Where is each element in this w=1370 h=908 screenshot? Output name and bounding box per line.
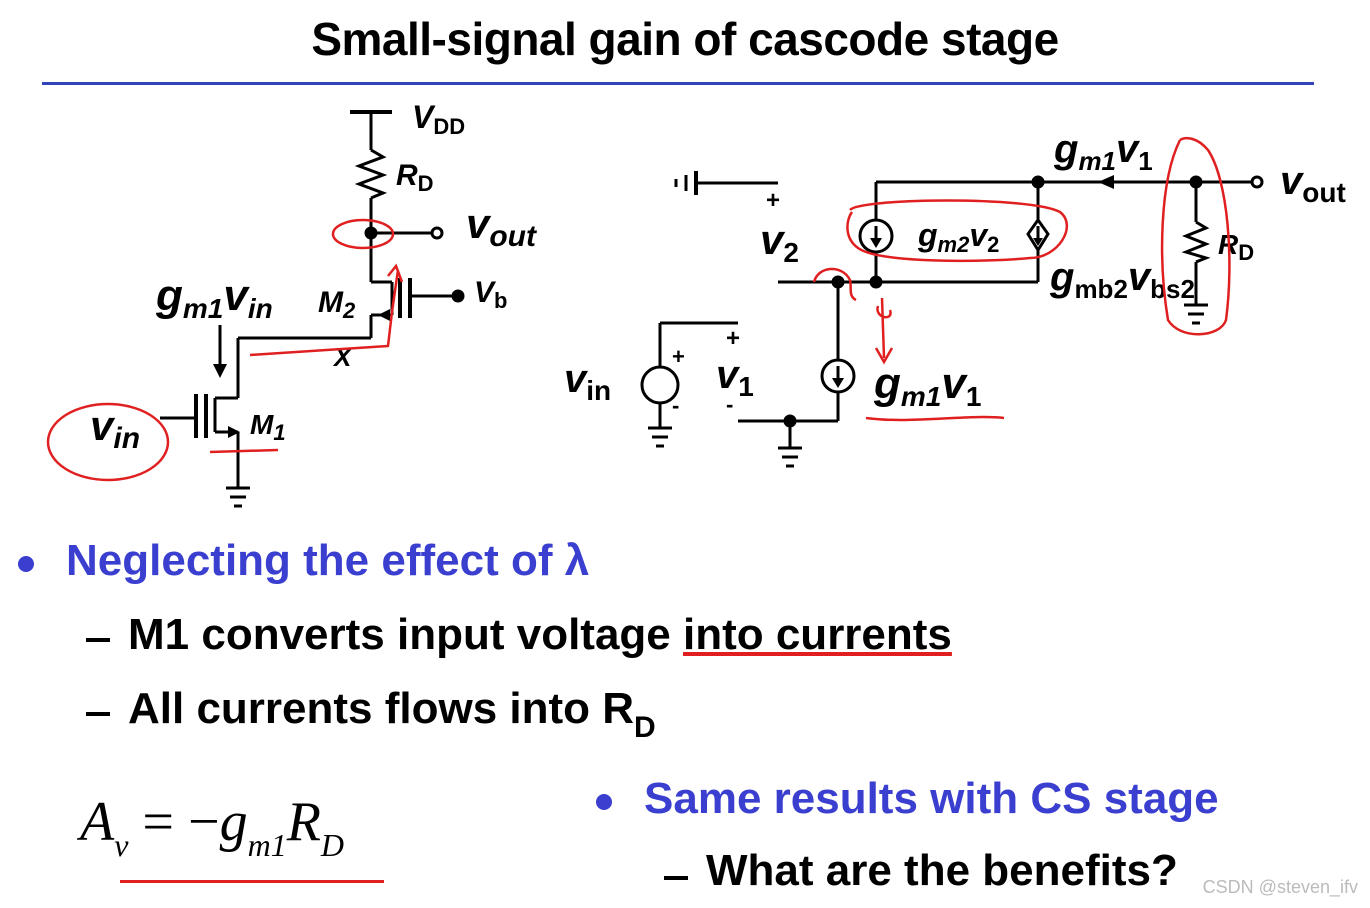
sub-bullet-2-text: All currents flows into RD [128, 684, 656, 744]
vdd-label: VDD [412, 99, 465, 139]
gm2v2-label: gm2v2 [917, 217, 999, 257]
v1-minus: - [726, 392, 733, 417]
gm1v1-top-label: gm1v1 [1053, 127, 1153, 176]
gmb2-label: gmb2vbs2 [1049, 255, 1195, 304]
vin-minus: - [672, 393, 679, 418]
current-arrow-line [880, 297, 886, 359]
bullet-2-dot [596, 794, 612, 810]
bullet-1-text: Neglecting the effect of λ [66, 536, 590, 585]
red-annotations [46, 136, 1231, 482]
formula-underline [120, 880, 384, 883]
vb-label: Vb [474, 276, 507, 313]
node-x-label: X [332, 342, 353, 372]
gain-formula: Av = −gm1RD [80, 791, 345, 863]
v2-plus: + [766, 187, 780, 214]
m1-underline [209, 448, 279, 454]
vout-node-circle [331, 218, 395, 250]
sub-bullet-3-dash [664, 876, 688, 880]
gm1v1-bottom-label: gm1v1 [873, 359, 981, 412]
rd-circle [1160, 136, 1231, 336]
current-scribble [876, 305, 892, 319]
left-cascode-circuit [160, 110, 465, 508]
sub-bullet-1-text: M1 converts input voltage into currents [128, 610, 952, 659]
v2-node-mark [812, 267, 857, 302]
v1-plus: + [726, 325, 740, 352]
vin-label: vin [90, 402, 140, 455]
x-node-arrowhead [387, 263, 404, 283]
gm1v1-underline [865, 415, 1005, 422]
rd-label: RD [396, 159, 434, 196]
vout-label: vout [466, 200, 538, 253]
vout-right-label: vout [1280, 159, 1346, 208]
gm1-vin-label: gm1vin [155, 271, 273, 324]
title-underline [42, 82, 1314, 85]
x-node-mark [249, 269, 400, 357]
rd-right-label: RD [1218, 229, 1254, 265]
bullet-2-text: Same results with CS stage [644, 774, 1219, 823]
slide-title: Small-signal gain of cascode stage [311, 13, 1059, 65]
m1-label: M1 [250, 409, 286, 445]
current-arrow-head [874, 347, 894, 365]
watermark: CSDN @steven_ifv [1202, 877, 1358, 897]
into-currents-underlined: into currents [682, 610, 952, 659]
v2-label: v2 [760, 216, 799, 268]
vin-plus: + [672, 344, 685, 369]
vin-right-label: vin [564, 357, 611, 406]
bullet-1-dot [18, 556, 34, 572]
vin-circle [46, 402, 170, 482]
sub-bullet-3-text: What are the benefits? [706, 846, 1178, 895]
right-small-signal-circuit [640, 171, 1264, 468]
m2-label: M2 [318, 286, 356, 323]
sub-bullet-1-dash [86, 638, 110, 642]
sub-bullet-2-dash [86, 712, 110, 716]
v1-label: v1 [716, 353, 754, 402]
gm2v2-circle [846, 199, 1068, 263]
